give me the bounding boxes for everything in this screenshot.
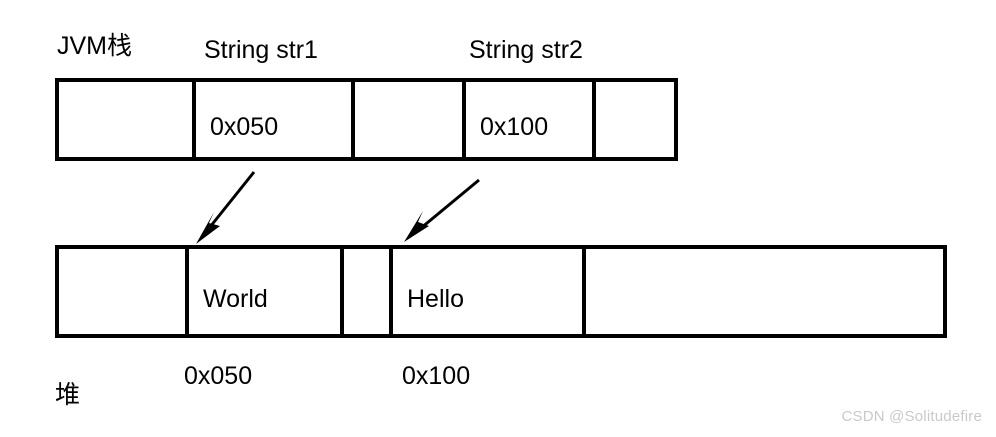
stack-cell-str2: 0x100 xyxy=(466,82,596,157)
heap-cell-world-value: World xyxy=(203,285,268,313)
heap-cell-hello-value: Hello xyxy=(407,285,464,313)
stack-cell-str2-value: 0x100 xyxy=(480,113,549,141)
heap-cell-0 xyxy=(59,249,189,334)
heap-cell-hello: Hello xyxy=(393,249,586,334)
jvm-stack-label: JVM栈 xyxy=(57,32,133,60)
jvm-stack-memory-row: 0x050 0x100 xyxy=(55,78,678,161)
pointer-arrow-str2-to-hello xyxy=(404,178,480,242)
csdn-watermark: CSDN @Solitudefire xyxy=(841,408,982,425)
pointer-arrow-str1-to-world xyxy=(196,171,256,244)
heap-address-label-world: 0x050 xyxy=(184,362,253,390)
heap-address-label-hello: 0x100 xyxy=(402,362,471,390)
stack-cell-4 xyxy=(596,82,674,157)
heap-cell-4 xyxy=(586,249,943,334)
heap-label: 堆 xyxy=(55,381,81,409)
variable-label-str1: String str1 xyxy=(204,36,318,64)
stack-cell-str1-value: 0x050 xyxy=(210,113,279,141)
stack-cell-2 xyxy=(355,82,466,157)
stack-cell-0 xyxy=(59,82,196,157)
heap-cell-world: World xyxy=(189,249,344,334)
heap-memory-row: World Hello xyxy=(55,245,947,338)
stack-cell-str1: 0x050 xyxy=(196,82,355,157)
heap-cell-2 xyxy=(344,249,393,334)
variable-label-str2: String str2 xyxy=(469,36,583,64)
